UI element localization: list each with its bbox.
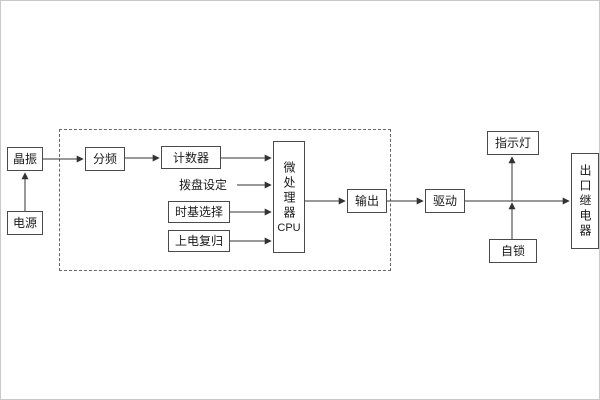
node-indicator-lamp: 指示灯 xyxy=(487,131,539,155)
cpu-label-chinese: 微处理器 xyxy=(281,160,296,221)
cpu-label-group: 微处理器 CPU xyxy=(277,161,300,234)
node-timebase-select: 时基选择 xyxy=(168,201,230,223)
node-power-supply: 电源 xyxy=(7,211,43,235)
node-crystal-oscillator: 晶振 xyxy=(7,147,43,171)
node-power-on-reset: 上电复归 xyxy=(168,230,230,252)
label-dial-setting: 拨盘设定 xyxy=(179,178,228,192)
node-microprocessor-cpu: 微处理器 CPU xyxy=(273,141,305,253)
node-self-lock: 自锁 xyxy=(489,239,537,263)
node-output: 输出 xyxy=(347,189,387,213)
node-frequency-divider: 分频 xyxy=(85,147,125,171)
dashed-module-frame xyxy=(59,129,391,271)
node-outlet-relay: 出口继电器 xyxy=(571,153,599,249)
node-drive: 驱动 xyxy=(425,189,465,213)
node-counter: 计数器 xyxy=(161,146,221,169)
outlet-relay-label: 出口继电器 xyxy=(578,163,592,239)
cpu-label-english: CPU xyxy=(277,221,301,234)
